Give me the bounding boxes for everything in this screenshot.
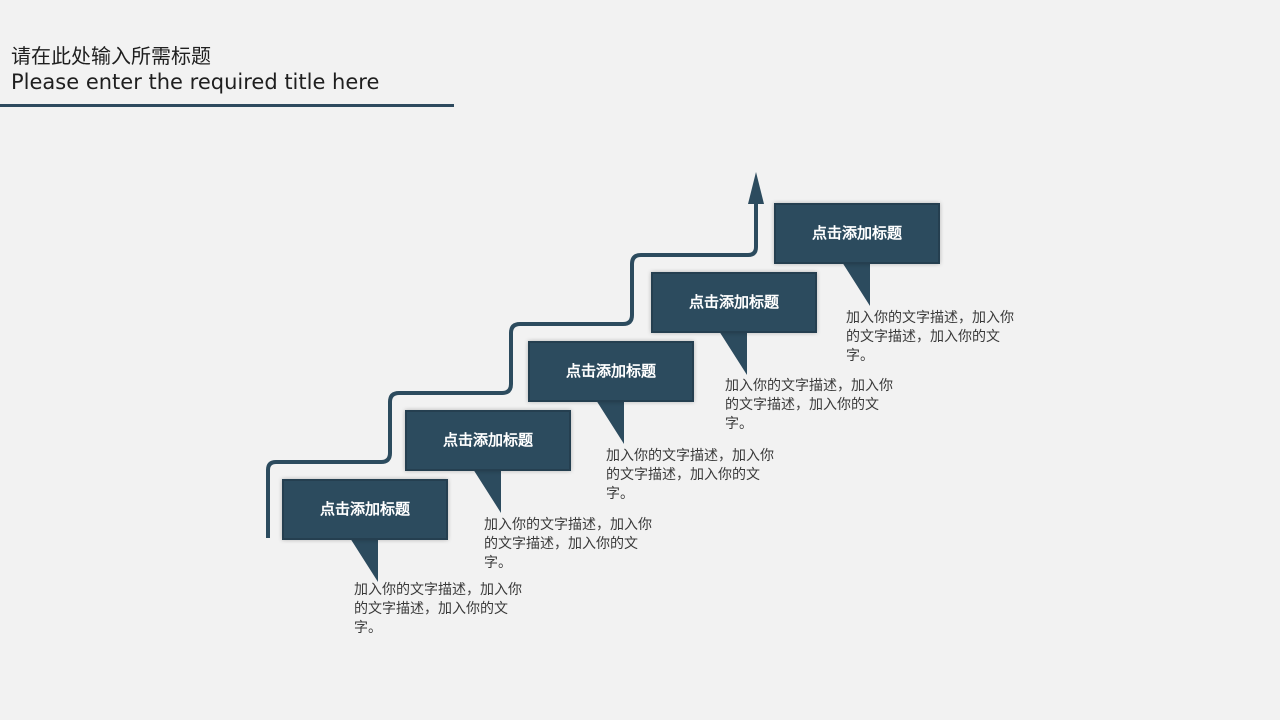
callout-tail	[350, 538, 378, 582]
page-title-cn: 请在此处输入所需标题	[11, 44, 211, 68]
arrow-head-icon	[748, 172, 764, 204]
step-description: 加入你的文字描述，加入你的文字描述，加入你的文字。	[725, 378, 893, 432]
step-title: 点击添加标题	[319, 500, 410, 518]
step-title: 点击添加标题	[565, 362, 656, 380]
page-title-en: Please enter the required title here	[11, 70, 380, 94]
callout-tail	[719, 331, 747, 375]
step-description: 加入你的文字描述，加入你的文字描述，加入你的文字。	[606, 448, 774, 502]
step-title: 点击添加标题	[688, 293, 779, 311]
title-underline	[0, 104, 454, 107]
staircase-line	[266, 200, 758, 538]
callout-tail	[596, 400, 624, 444]
step-box[interactable]	[282, 479, 448, 540]
callout-tail	[473, 469, 501, 513]
step-description: 加入你的文字描述，加入你的文字描述，加入你的文字。	[484, 517, 652, 571]
step-box[interactable]	[774, 203, 940, 264]
step-box[interactable]	[405, 410, 571, 471]
step-title: 点击添加标题	[811, 224, 902, 242]
step-description: 加入你的文字描述，加入你的文字描述，加入你的文字。	[846, 310, 1014, 364]
callout-tail	[842, 262, 870, 306]
step-title: 点击添加标题	[442, 431, 533, 449]
step-description: 加入你的文字描述，加入你的文字描述，加入你的文字。	[354, 582, 522, 636]
step-box[interactable]	[528, 341, 694, 402]
step-box[interactable]	[651, 272, 817, 333]
